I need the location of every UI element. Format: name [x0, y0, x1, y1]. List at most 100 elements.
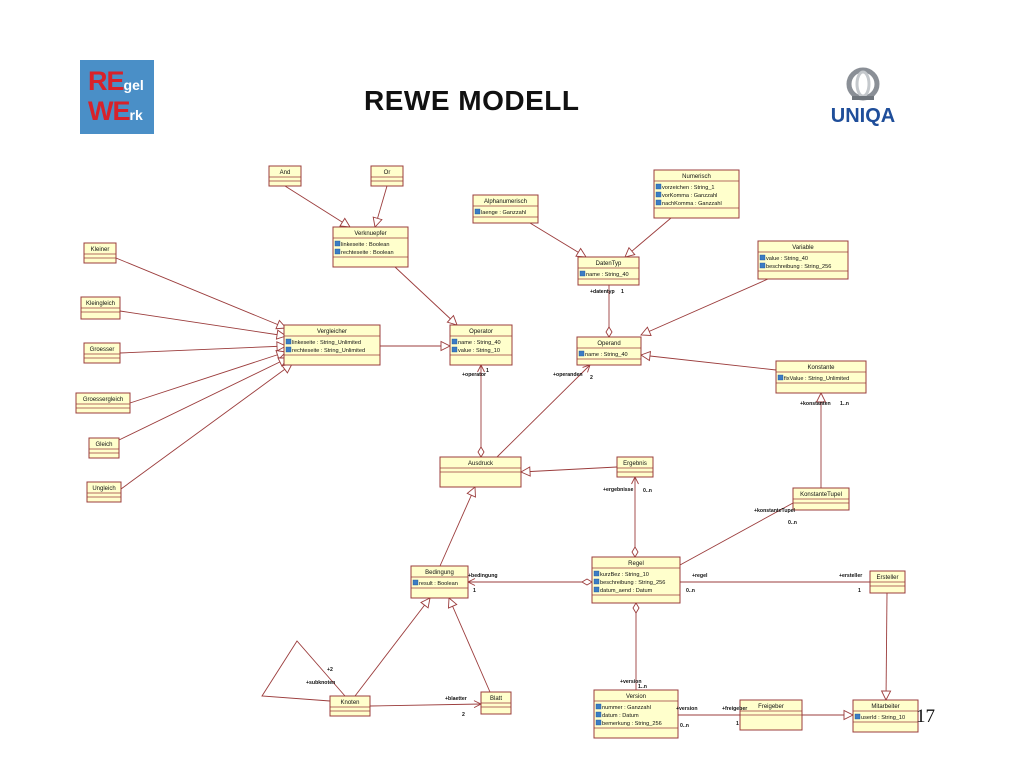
attribute: result : Boolean [419, 581, 458, 587]
attribute: nummer : Ganzzahl [602, 705, 651, 711]
attribute: value : String_10 [458, 348, 500, 354]
attribute: name : String_40 [585, 352, 628, 358]
attribute-icon [655, 183, 662, 190]
regel-version-diamond [632, 602, 640, 614]
class-name: Kleingleich [86, 301, 115, 307]
class-name: Numerisch [682, 174, 711, 180]
label-blaetter-mult: 2 [462, 712, 465, 718]
label-regel-role: +regel [692, 573, 708, 579]
attribute: vorzeichen : String_1 [662, 185, 715, 191]
attribute-icon [595, 719, 602, 726]
logo-re: RE [88, 66, 125, 96]
konstantetupel-to-konstante-arrow [815, 391, 827, 403]
label-version-mult: 1..n [638, 684, 647, 690]
attribute-icon [595, 711, 602, 718]
class-name: Bedingung [425, 570, 454, 576]
logo-gel: gel [123, 77, 144, 93]
class-name: Version [626, 694, 646, 700]
attribute-icon [593, 578, 600, 585]
konstante-to-operand-arrow [639, 350, 651, 362]
page-number: 17 [916, 706, 935, 727]
class-konstantetupel[interactable]: KonstanteTupel [792, 487, 850, 511]
attribute-icon [777, 374, 784, 381]
ersteller-to-mitarbeiter [885, 592, 888, 701]
attribute-icon [593, 570, 600, 577]
class-name: Vergleicher [317, 329, 347, 335]
label-bedingung-mult: 1 [473, 588, 476, 594]
attribute: beschreibung : String_256 [766, 264, 831, 270]
kleiner-to-vergleicher-arrow [275, 319, 287, 330]
attribute: fixValue : String_Unlimited [784, 376, 849, 382]
knoten-blatt-assoc [369, 703, 482, 707]
attribute-icon [854, 713, 861, 720]
attribute-icon [334, 240, 341, 247]
class-ergebnis[interactable]: Ergebnis [616, 456, 654, 478]
bedingung-to-ausdruck [439, 486, 476, 567]
class-blatt[interactable]: Blatt [480, 691, 512, 715]
label-version-role: +version [620, 679, 641, 685]
class-name: Groessergleich [83, 397, 123, 403]
class-groesser[interactable]: Groesser [83, 342, 121, 364]
class-name: Knoten [340, 700, 359, 706]
label-sub-role: +subknoten [306, 680, 335, 686]
attribute: rechteseite : Boolean [341, 250, 394, 256]
label-operator-mult: 1 [486, 368, 489, 374]
attribute-icon [655, 191, 662, 198]
class-name: KonstanteTupel [800, 492, 842, 498]
ausdruck-operator-diamond [477, 446, 485, 458]
label-version2-mult: 0..n [680, 723, 689, 729]
attribute: rechteseite : String_Unlimited [292, 348, 365, 354]
attribute: beschreibung : String_256 [600, 580, 665, 586]
class-gleich[interactable]: Gleich [88, 437, 120, 459]
attribute-icon [474, 208, 481, 215]
class-name: Mitarbeiter [871, 704, 899, 710]
attribute: linkeseite : String_Unlimited [292, 340, 361, 346]
class-and[interactable]: And [268, 165, 302, 187]
ergebnis-to-ausdruck-arrow [519, 466, 531, 477]
class-kleiner[interactable]: Kleiner [83, 242, 117, 264]
label-ersteller-role: +ersteller [839, 573, 862, 579]
class-name: Verknuepfer [354, 231, 386, 237]
knoten-self-assoc [261, 640, 346, 702]
class-ausdruck[interactable]: Ausdruck [439, 456, 522, 488]
class-or[interactable]: Or [370, 165, 404, 187]
class-freigeber[interactable]: Freigeber [739, 699, 803, 731]
and-to-verknuepfer-arrow [339, 217, 351, 228]
class-ungleich[interactable]: Ungleich [86, 481, 122, 503]
label-ergebnisse-mult: 0..n [643, 488, 652, 494]
numerisch-to-datentyp [624, 217, 672, 258]
class-bedingung[interactable]: Bedingung result : Boolean [410, 565, 469, 599]
class-name: Operator [469, 329, 493, 335]
logo-we: WE [88, 96, 130, 126]
class-vergleicher[interactable]: Vergleicher linkeseite : String_Unlimited… [283, 324, 381, 366]
regel-bedingung-diamond [581, 578, 593, 586]
freigeber-to-mitarbeiter-arrow [843, 709, 855, 721]
operand-datentyp-diamond [605, 326, 613, 338]
class-kleingleich[interactable]: Kleingleich [80, 296, 121, 320]
class-name: Kleiner [91, 247, 110, 253]
attribute: value : String_40 [766, 256, 808, 262]
verknuepfer-to-operator [394, 266, 458, 326]
class-name: Or [384, 170, 391, 176]
label-freigeber-role: +freigeber [722, 706, 747, 712]
alphanumerisch-to-datentyp [529, 222, 587, 258]
class-groessergleich[interactable]: Groessergleich [75, 392, 131, 414]
attribute: datum_aend : Datum [600, 588, 653, 594]
page-title: REWE MODELL [364, 85, 580, 116]
class-name: Regel [628, 561, 644, 567]
konstante-to-operand [640, 354, 777, 371]
attribute-icon [451, 338, 458, 345]
class-knoten[interactable]: Knoten [329, 695, 371, 717]
class-ersteller[interactable]: Ersteller [869, 570, 906, 594]
